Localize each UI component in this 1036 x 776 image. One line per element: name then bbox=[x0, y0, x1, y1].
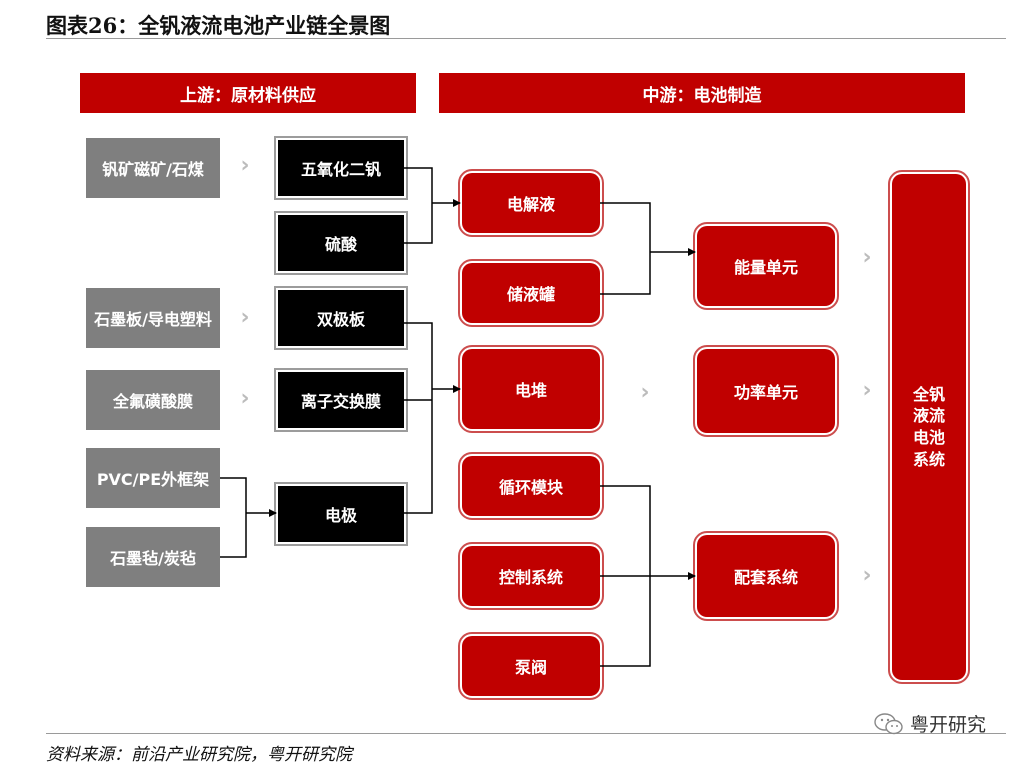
footer-divider bbox=[46, 733, 1006, 734]
raw-graphite-felt: 石墨毡/炭毡 bbox=[86, 527, 220, 587]
unit-energy: 能量单元 bbox=[693, 222, 839, 310]
watermark: 粤开研究 bbox=[874, 710, 986, 737]
system-line-3: 电池 bbox=[912, 428, 945, 447]
upstream-header: 上游：原材料供应 bbox=[80, 73, 416, 113]
watermark-text: 粤开研究 bbox=[910, 714, 987, 736]
component-control-system: 控制系统 bbox=[458, 542, 604, 610]
midstream-header: 中游：电池制造 bbox=[439, 73, 965, 113]
material-sulfuric-acid: 硫酸 bbox=[274, 211, 408, 275]
chevron-right-icon: › bbox=[862, 245, 872, 270]
material-bipolar-plate: 双极板 bbox=[274, 286, 408, 350]
chevron-right-icon: › bbox=[240, 305, 250, 330]
material-ion-membrane: 离子交换膜 bbox=[274, 368, 408, 432]
source-note: 资料来源：前沿产业研究院，粤开研究院 bbox=[46, 745, 352, 765]
raw-perfluoro-membrane: 全氟磺酸膜 bbox=[86, 370, 220, 430]
title-divider bbox=[46, 38, 1006, 39]
page-title: 图表26：全钒液流电池产业链全景图 bbox=[46, 13, 391, 38]
raw-graphite-plate: 石墨板/导电塑料 bbox=[86, 288, 220, 348]
material-v2o5: 五氧化二钒 bbox=[274, 136, 408, 200]
chevron-right-icon: › bbox=[240, 386, 250, 411]
system-line-2: 液流 bbox=[912, 406, 945, 426]
chevron-right-icon: › bbox=[862, 563, 872, 588]
system-vrfb: 全钒 液流 电池 系统 bbox=[888, 170, 970, 684]
connector-pvc bbox=[220, 477, 247, 558]
component-electrolyte: 电解液 bbox=[458, 169, 604, 237]
system-line-1: 全钒 bbox=[912, 384, 945, 404]
chevron-right-icon: › bbox=[862, 378, 872, 403]
connector-bipolar bbox=[404, 322, 433, 514]
component-pump-valve: 泵阀 bbox=[458, 632, 604, 700]
unit-support-system: 配套系统 bbox=[693, 531, 839, 621]
system-line-4: 系统 bbox=[912, 449, 945, 469]
raw-vanadium-ore: 钒矿磁矿/石煤 bbox=[86, 138, 220, 198]
connector-v2o5 bbox=[404, 167, 433, 244]
connector-electrolyte bbox=[600, 202, 651, 295]
raw-pvc-frame: PVC/PE外框架 bbox=[86, 448, 220, 508]
chevron-right-icon: › bbox=[240, 153, 250, 178]
chevron-right-icon: › bbox=[640, 380, 650, 405]
wechat-icon bbox=[874, 712, 903, 734]
component-circulation-module: 循环模块 bbox=[458, 452, 604, 520]
material-electrode: 电极 bbox=[274, 482, 408, 546]
component-stack: 电堆 bbox=[458, 345, 604, 433]
unit-power: 功率单元 bbox=[693, 345, 839, 437]
component-storage-tank: 储液罐 bbox=[458, 259, 604, 327]
